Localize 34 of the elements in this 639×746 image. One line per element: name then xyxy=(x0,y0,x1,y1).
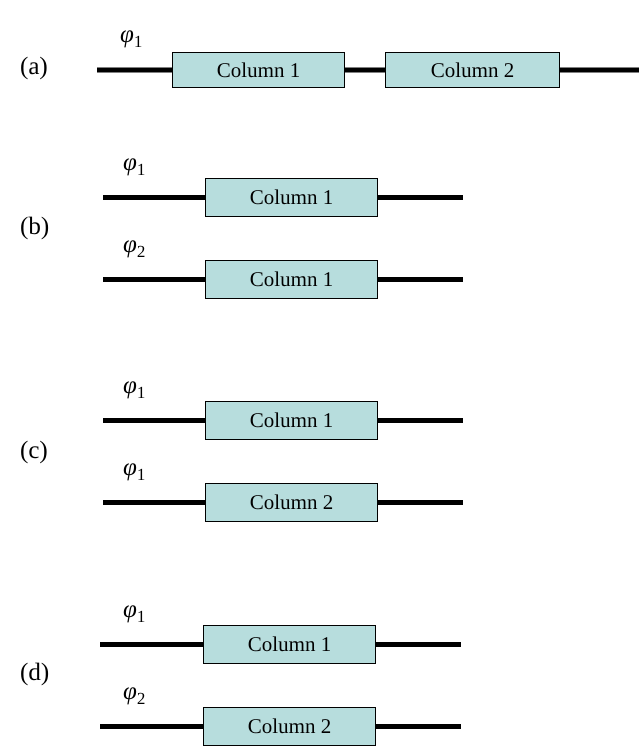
connector-line xyxy=(378,277,463,282)
column-box: Column 1 xyxy=(205,260,378,299)
edge-label: φ$_{1}$ xyxy=(123,373,146,401)
connector-line xyxy=(345,68,385,72)
column-box: Column 1 xyxy=(203,625,376,664)
connector-line xyxy=(100,724,203,729)
edge-label: φ$_{1}$ xyxy=(123,150,146,178)
connector-line xyxy=(100,642,203,647)
connector-line xyxy=(378,195,463,200)
connector-line xyxy=(378,500,463,505)
column-box: Column 2 xyxy=(203,707,376,746)
column-box: Column 1 xyxy=(205,178,378,217)
column-box: Column 2 xyxy=(205,483,378,522)
column-box: Column 1 xyxy=(205,401,378,440)
connector-line xyxy=(97,68,172,72)
connector-line xyxy=(103,277,205,282)
panel-label: (b) xyxy=(20,213,50,241)
edge-label: φ$_{1}$ xyxy=(120,22,142,50)
panel-label: (d) xyxy=(20,659,50,687)
panel-label: (c) xyxy=(20,437,48,465)
column-box: Column 1 xyxy=(172,52,345,88)
edge-label: φ$_{2}$ xyxy=(123,679,146,707)
connector-line xyxy=(378,418,463,423)
edge-label: φ$_{1}$ xyxy=(123,455,146,483)
edge-label: φ$_{1}$ xyxy=(123,597,146,625)
connector-line xyxy=(103,500,205,505)
connector-line xyxy=(376,642,461,647)
edge-label: φ$_{2}$ xyxy=(123,232,146,260)
connector-line xyxy=(103,195,205,200)
connector-line xyxy=(560,68,639,72)
panel-label: (a) xyxy=(20,53,48,81)
connector-line xyxy=(376,724,461,729)
connector-line xyxy=(103,418,205,423)
column-box: Column 2 xyxy=(385,52,560,88)
